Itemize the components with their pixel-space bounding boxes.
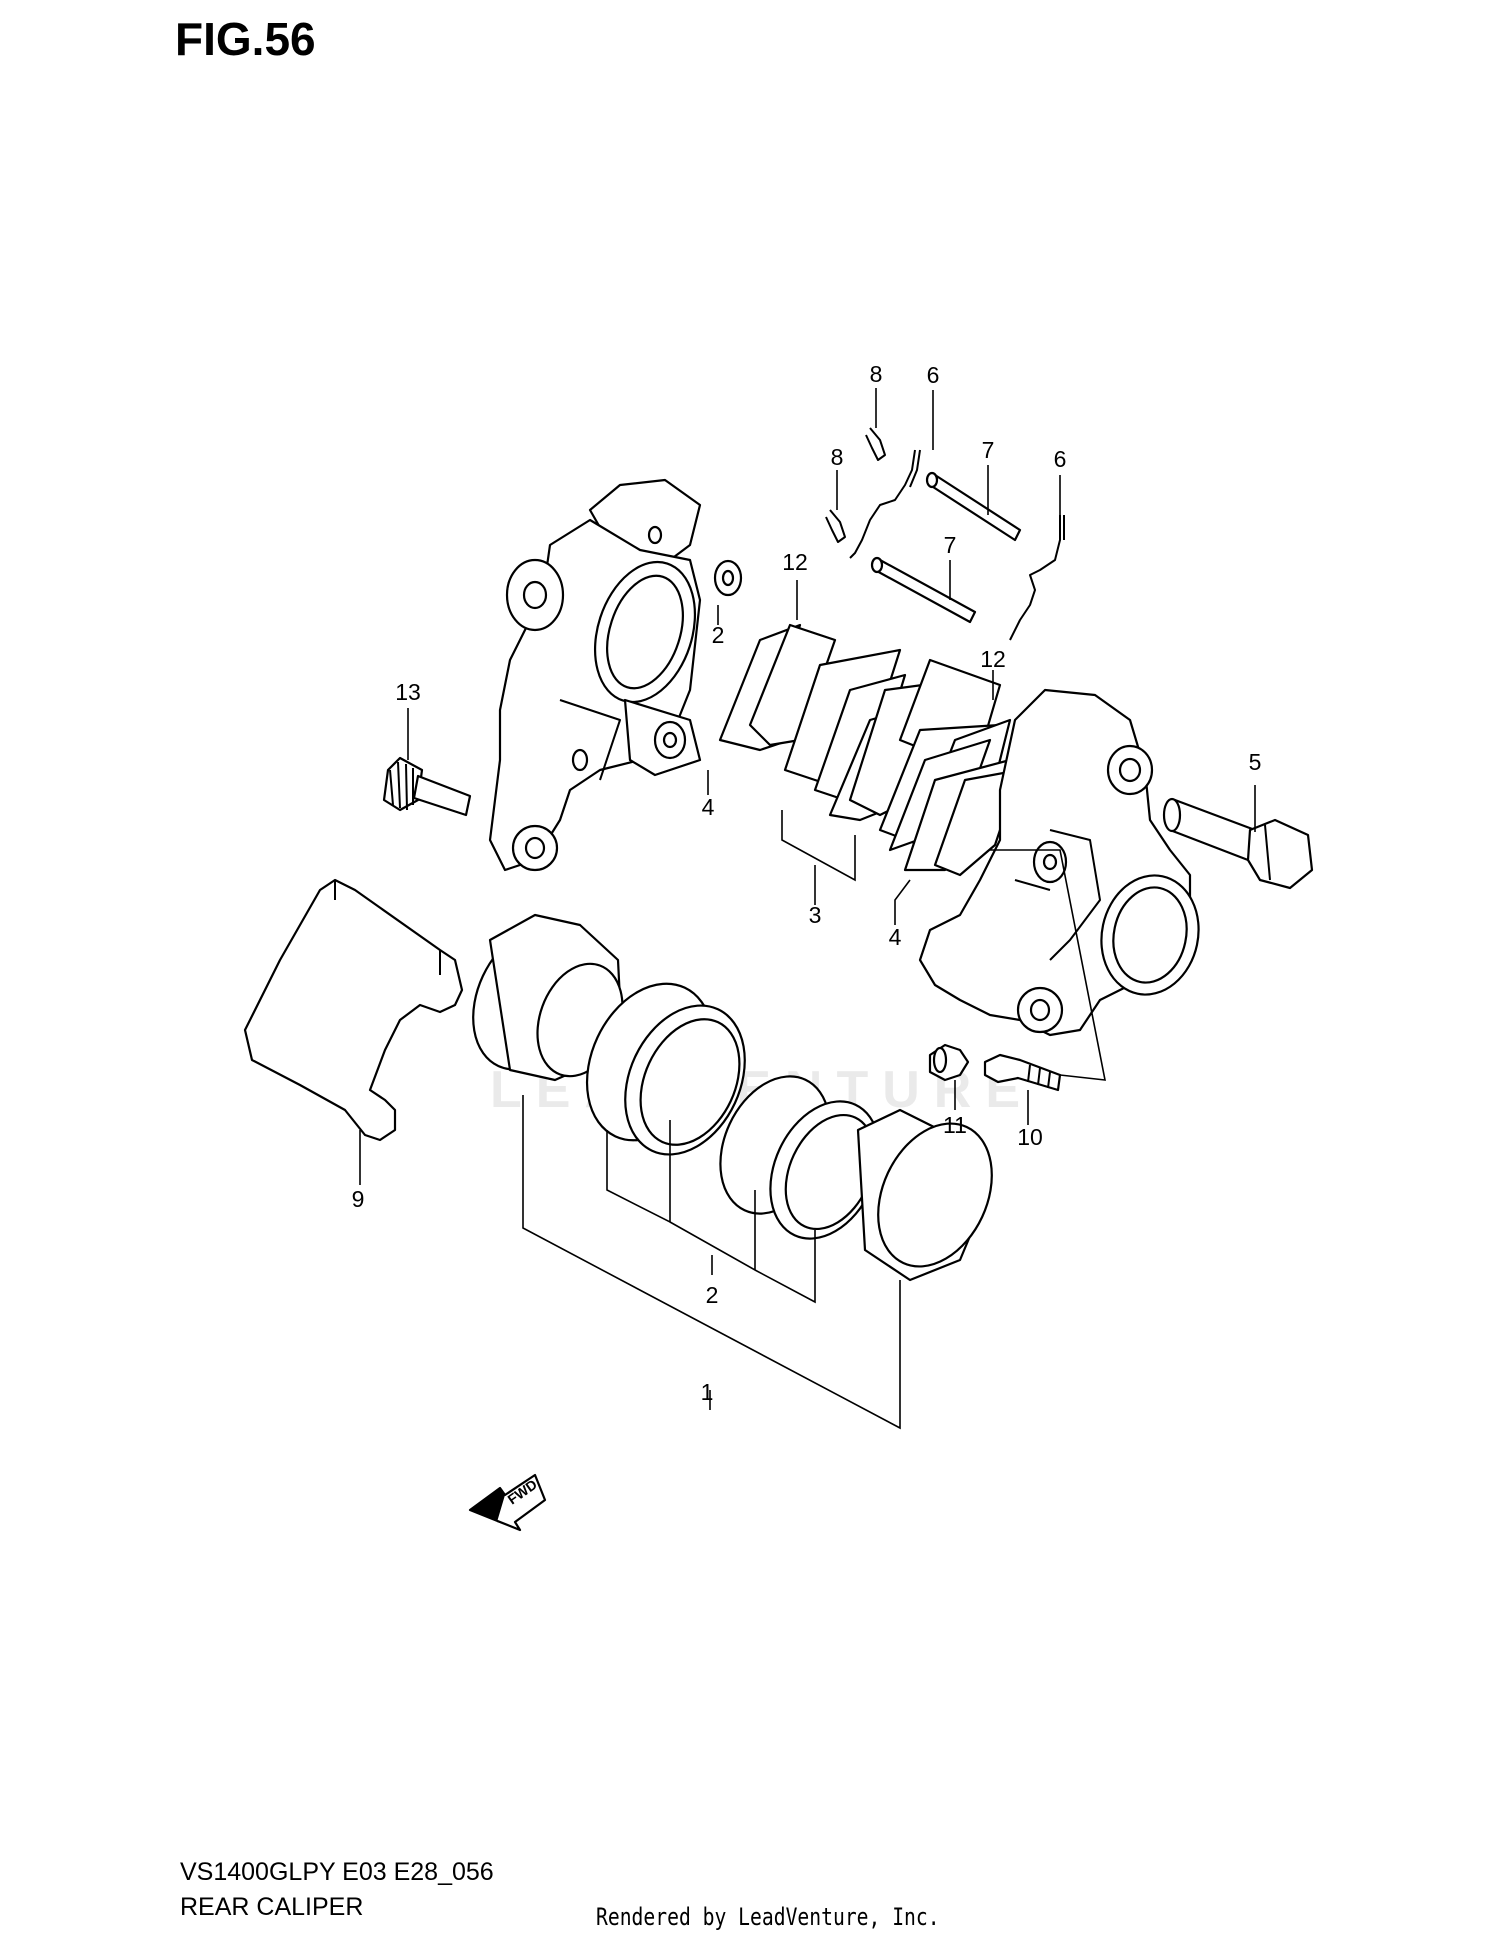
callout-9: 9 xyxy=(352,1186,365,1212)
figure-title: FIG.56 xyxy=(175,13,316,65)
callout-10: 10 xyxy=(1017,1124,1043,1150)
callout-6-left: 6 xyxy=(927,362,940,388)
callout-2-lower: 2 xyxy=(706,1282,719,1308)
callout-7-upper: 7 xyxy=(982,437,995,463)
bolt-13 xyxy=(382,756,472,817)
retaining-clip-upper xyxy=(865,427,886,461)
pad-pin-lower xyxy=(870,556,977,624)
callout-5: 5 xyxy=(1249,749,1262,775)
pad-shims-right xyxy=(888,738,1022,877)
callout-labels: 1 2 2 3 4 4 5 6 6 7 7 8 8 9 10 11 12 12 … xyxy=(352,361,1262,1405)
callout-1: 1 xyxy=(701,1379,714,1405)
pad-spring-9 xyxy=(243,878,464,1142)
bolt-5 xyxy=(1162,797,1314,890)
rendered-by-footer: Rendered by LeadVenture, Inc. xyxy=(596,1903,940,1931)
pad-spring-clip-right xyxy=(1009,515,1065,641)
bleeder-valve xyxy=(983,1053,1062,1092)
callout-4-right: 4 xyxy=(889,924,902,950)
callout-8-lower: 8 xyxy=(831,444,844,470)
washer-small xyxy=(713,559,743,597)
caliper-piston-left xyxy=(472,913,624,1082)
leader-lines xyxy=(359,388,1256,1430)
callout-11: 11 xyxy=(943,1112,967,1138)
callout-3: 3 xyxy=(809,902,822,928)
section-name: REAR CALIPER xyxy=(180,1893,364,1921)
callout-2-upper: 2 xyxy=(712,622,725,648)
caliper-body xyxy=(918,688,1200,1037)
caliper-piston-right xyxy=(856,1108,993,1282)
model-code: VS1400GLPY E03 E28_056 xyxy=(180,1858,494,1886)
callout-7-lower: 7 xyxy=(944,532,957,558)
retaining-clip-lower xyxy=(825,509,846,543)
callout-4-left: 4 xyxy=(702,794,715,820)
callout-12-lower: 12 xyxy=(980,646,1006,672)
piston-seal-left xyxy=(585,982,746,1156)
caliper-bracket xyxy=(488,478,702,872)
callout-6-right: 6 xyxy=(1054,446,1067,472)
pad-pin-upper xyxy=(925,471,1022,542)
callout-12-upper: 12 xyxy=(782,549,808,575)
callout-13: 13 xyxy=(395,679,421,705)
fwd-direction-arrow: FWD xyxy=(468,1473,547,1532)
piston-seal-right xyxy=(719,1075,881,1240)
pad-spring-clip-left xyxy=(849,449,921,559)
bleeder-cap xyxy=(928,1043,970,1082)
callout-8-upper: 8 xyxy=(870,361,883,387)
